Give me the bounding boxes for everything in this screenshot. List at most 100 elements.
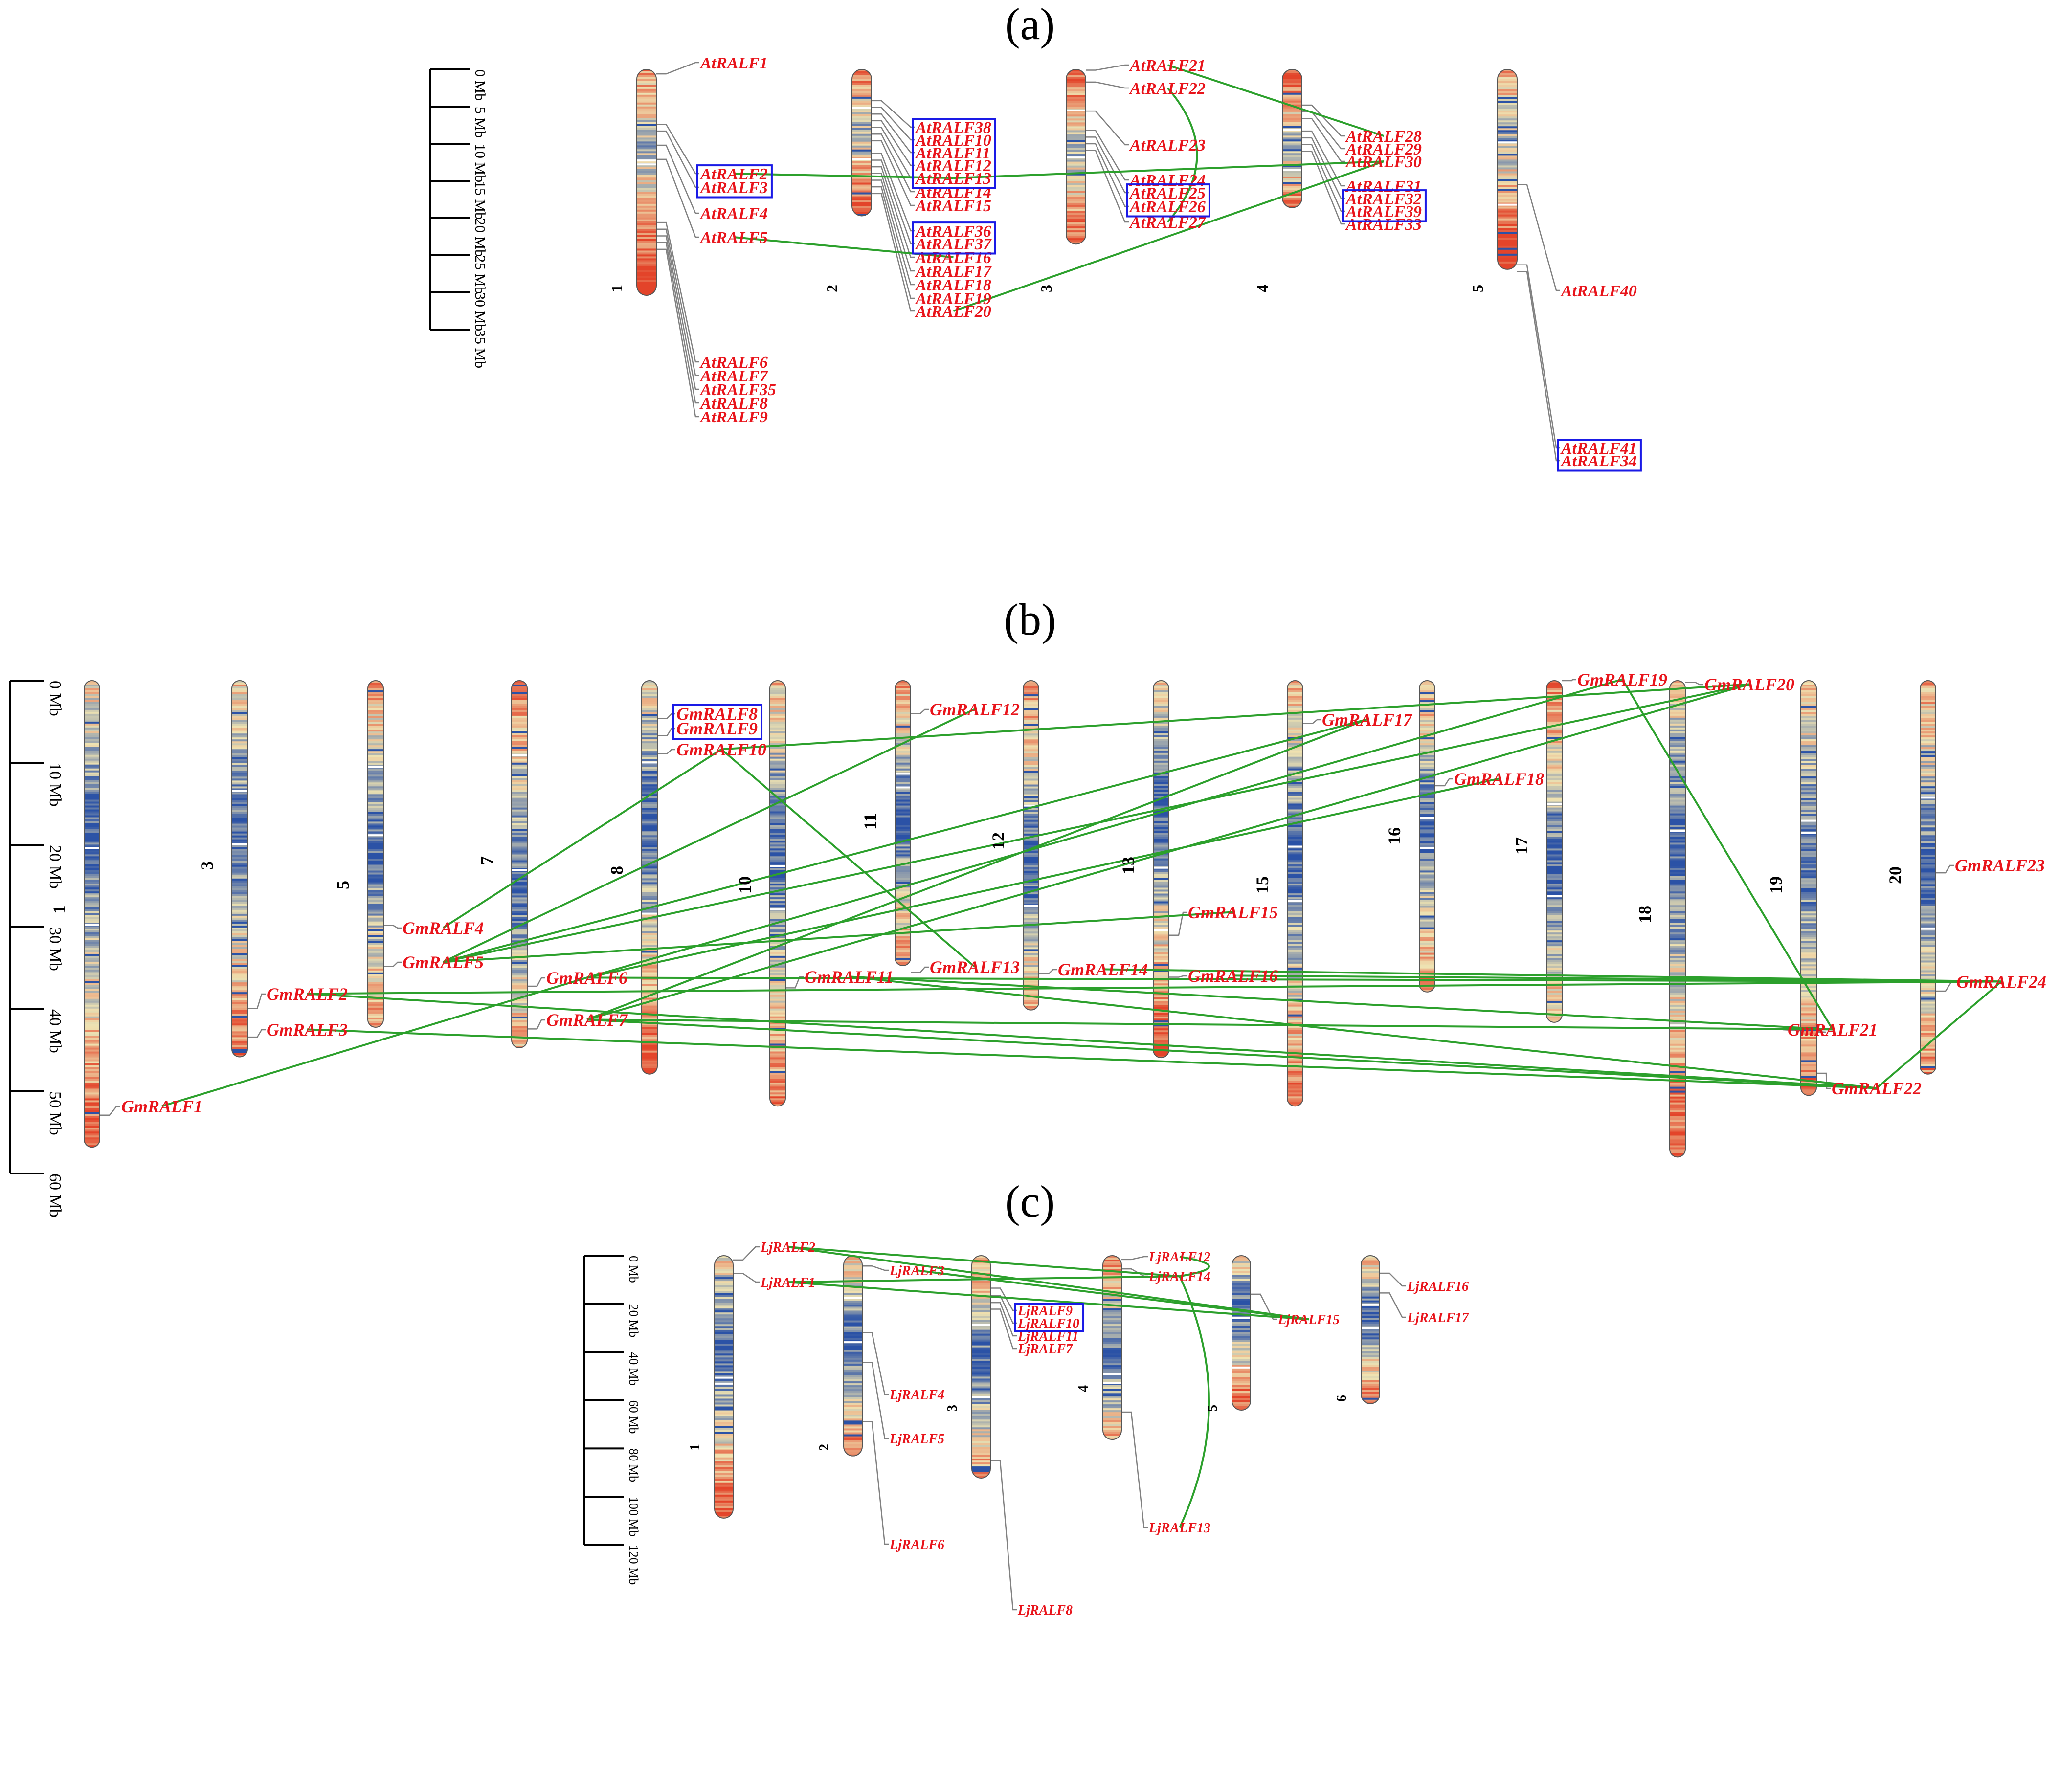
density-band xyxy=(1546,835,1562,838)
density-band xyxy=(368,745,383,748)
synteny-link xyxy=(586,678,1623,979)
density-band xyxy=(1287,1038,1303,1040)
density-band xyxy=(1546,846,1562,849)
density-band xyxy=(232,753,247,755)
density-band xyxy=(770,1030,785,1033)
scale-tick-label: 0 Mb xyxy=(627,1256,641,1283)
density-band xyxy=(1801,786,1816,789)
density-band xyxy=(637,219,656,222)
density-band xyxy=(972,1453,990,1455)
density-band xyxy=(1287,731,1303,734)
density-band xyxy=(1023,712,1039,714)
chromosome-outline xyxy=(1669,680,1686,1158)
density-band xyxy=(368,870,383,873)
density-band xyxy=(1419,810,1435,812)
density-band xyxy=(1419,814,1435,816)
density-band xyxy=(895,874,911,876)
density-band xyxy=(512,868,527,871)
density-band xyxy=(1153,837,1169,840)
density-band xyxy=(770,1083,785,1085)
gene-label: GmRALF4 xyxy=(403,918,484,938)
density-band xyxy=(1153,858,1169,861)
density-band xyxy=(1103,1436,1121,1438)
density-gap xyxy=(1920,928,1936,930)
density-band xyxy=(1287,854,1303,857)
density-band xyxy=(844,1283,862,1285)
density-band xyxy=(1670,776,1685,779)
density-band xyxy=(1023,957,1039,960)
density-band xyxy=(1801,1009,1816,1012)
density-band xyxy=(1282,153,1302,155)
density-band xyxy=(368,939,383,942)
density-band xyxy=(1419,927,1435,930)
density-band xyxy=(770,854,785,857)
density-band xyxy=(1232,1350,1251,1352)
chromosome-3 xyxy=(232,681,247,1057)
density-band xyxy=(1066,157,1086,160)
density-band xyxy=(1546,821,1562,824)
density-band xyxy=(1670,1106,1685,1109)
density-band xyxy=(84,813,100,816)
density-band xyxy=(1103,1322,1121,1325)
density-band xyxy=(1103,1361,1121,1364)
density-band xyxy=(1801,974,1816,976)
density-band xyxy=(1920,882,1936,885)
density-band xyxy=(512,827,527,830)
density-band xyxy=(1023,976,1039,979)
density-band xyxy=(1153,882,1169,885)
density-band xyxy=(232,730,247,732)
panel-label-a: (a) xyxy=(1005,0,1055,49)
density-band xyxy=(368,982,383,985)
scale-tick-label: 20 Mb xyxy=(472,218,488,257)
density-band xyxy=(1419,861,1435,863)
density-band xyxy=(232,804,247,807)
density-band xyxy=(642,792,657,795)
density-band xyxy=(637,244,656,247)
density-band xyxy=(844,1328,862,1331)
density-band xyxy=(770,1008,785,1011)
density-band xyxy=(368,882,383,885)
density-band xyxy=(1361,1372,1380,1375)
density-band xyxy=(1546,1018,1562,1021)
density-band xyxy=(1920,888,1936,890)
density-band xyxy=(642,909,657,912)
density-band xyxy=(844,1340,862,1343)
density-band xyxy=(1287,993,1303,996)
density-band xyxy=(1546,942,1562,945)
density-band xyxy=(368,759,383,761)
density-band xyxy=(1103,1426,1121,1428)
density-band xyxy=(1801,751,1816,753)
gene-leader-line xyxy=(785,976,804,989)
density-band xyxy=(972,1288,990,1291)
density-band xyxy=(1670,1096,1685,1099)
density-band xyxy=(1498,169,1517,172)
density-band xyxy=(1670,1135,1685,1138)
tandem-duplication-box xyxy=(672,704,763,740)
density-band xyxy=(1801,882,1816,885)
density-band xyxy=(642,1003,657,1006)
density-band xyxy=(1801,706,1816,708)
density-band xyxy=(972,1316,990,1319)
density-band xyxy=(715,1473,733,1476)
density-band xyxy=(852,135,872,138)
density-band xyxy=(1920,712,1936,714)
density-band xyxy=(1801,724,1816,726)
density-band xyxy=(1153,973,1169,976)
density-band xyxy=(1361,1271,1380,1274)
density-band xyxy=(1498,148,1517,150)
density-band xyxy=(637,225,656,228)
density-gap xyxy=(232,843,247,845)
gene-label: LjRALF5 xyxy=(889,1432,944,1447)
gene-label: LjRALF15 xyxy=(1277,1312,1340,1327)
density-band xyxy=(1153,717,1169,720)
density-band xyxy=(1419,884,1435,887)
density-band xyxy=(1801,704,1816,707)
density-band xyxy=(1801,827,1816,830)
density-band xyxy=(1153,715,1169,718)
density-band xyxy=(512,968,527,970)
density-band xyxy=(1498,210,1517,213)
density-band xyxy=(972,1322,990,1325)
density-band xyxy=(844,1424,862,1427)
density-band xyxy=(1498,159,1517,162)
density-band xyxy=(1023,784,1039,787)
